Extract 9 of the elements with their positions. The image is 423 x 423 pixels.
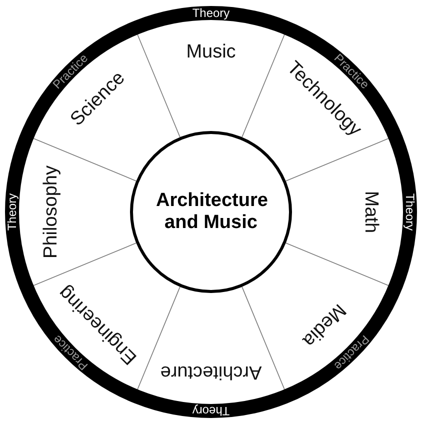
ring-label: Theory [192, 7, 230, 19]
sector-label: Music [186, 42, 236, 62]
ring-label: Theory [6, 193, 18, 231]
sector-label: Math [362, 190, 380, 234]
sector-label: Philosophy [42, 166, 60, 258]
ring-label: Theory [192, 405, 230, 417]
sector-label: Architecture [160, 362, 262, 382]
ring-label: Theory [404, 193, 416, 231]
center-title: Architecture and Music [156, 190, 266, 234]
